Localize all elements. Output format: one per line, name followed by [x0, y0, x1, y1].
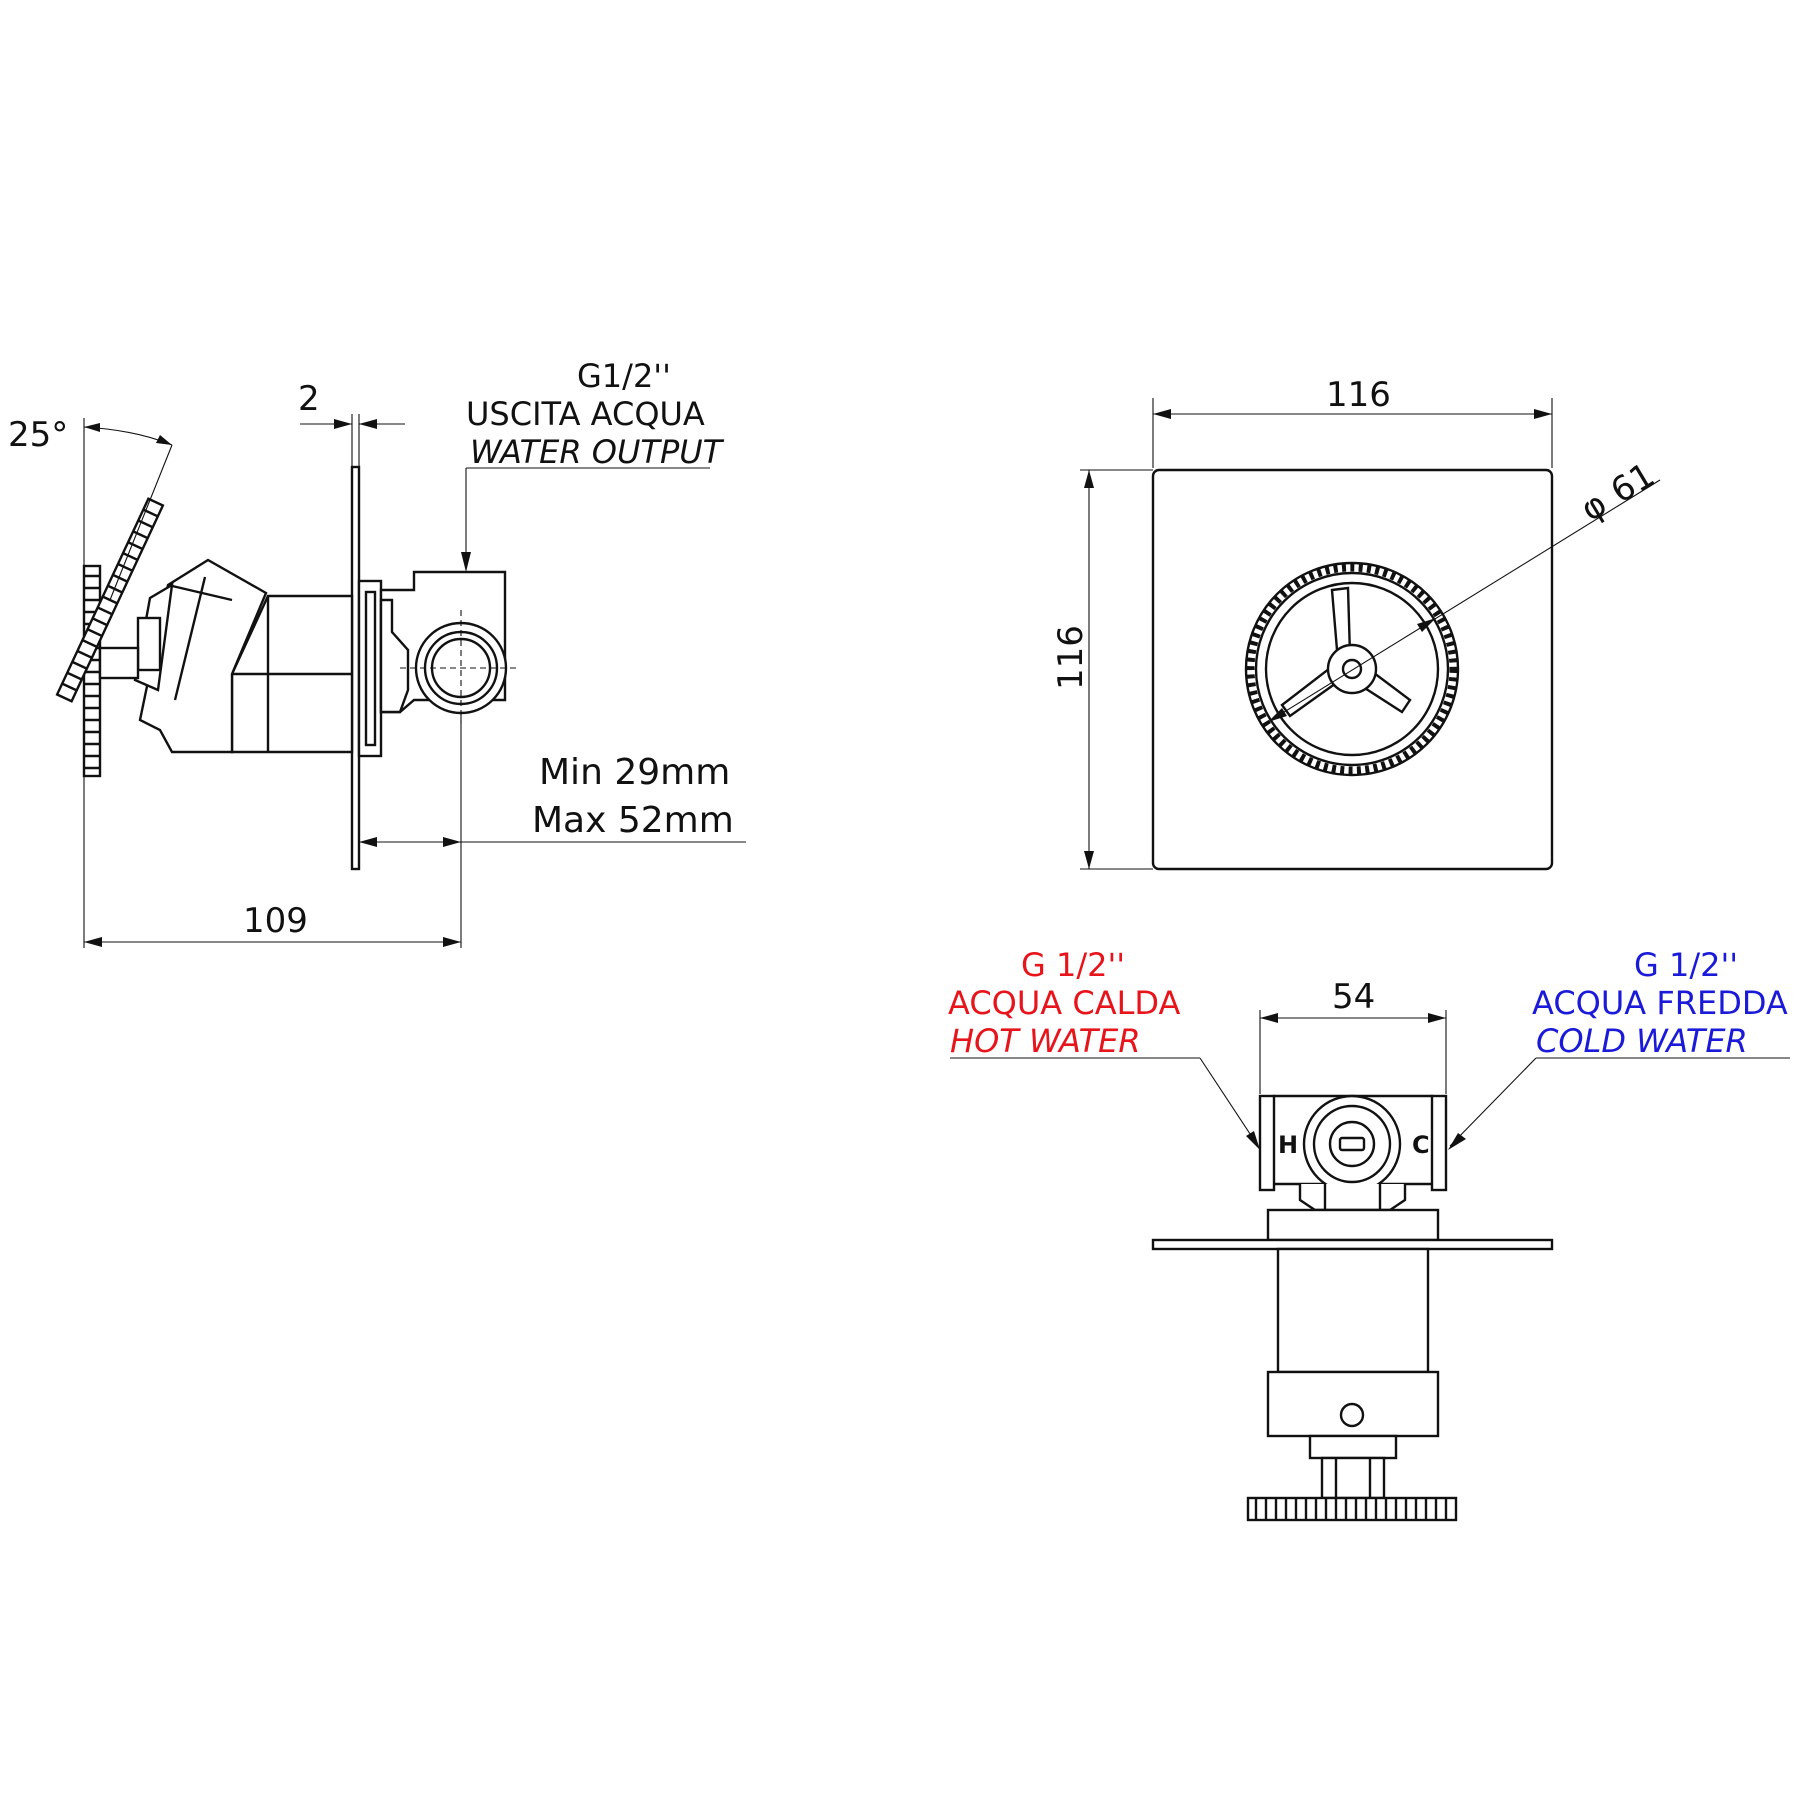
cold-thread-label: G 1/2'' [1634, 946, 1738, 984]
angle-label: 25° [8, 415, 68, 455]
hot-marker: H [1278, 1131, 1298, 1159]
stem-lower [1308, 1434, 1398, 1460]
bonnet [138, 558, 268, 754]
bonnet-inner [167, 576, 233, 701]
handwheel-screw [1341, 658, 1363, 680]
body-width-label: 54 [1332, 977, 1375, 1017]
handwheel-edge [1246, 1496, 1458, 1522]
cold-label-it: ACQUA FREDDA [1532, 984, 1788, 1022]
handwheel-rim-inner [1264, 581, 1440, 757]
hot-label-it: ACQUA CALDA [948, 984, 1180, 1022]
handwheel-knurl [1245, 562, 1459, 776]
top-view: H C 54 G 1/2'' ACQUA CALDA HOT WATER G 1… [948, 946, 1790, 1522]
handwheel-rim [1254, 571, 1450, 767]
mount-base [1266, 1208, 1440, 1242]
outlet-label-en: WATER OUTPUT [470, 433, 725, 471]
depth-min-label: Min 29mm [539, 752, 730, 793]
sleeve [1276, 1247, 1430, 1374]
center-slot [1338, 1136, 1366, 1152]
handle-diameter-symbol: φ [1574, 484, 1614, 530]
cold-inlet-ring [1430, 1094, 1448, 1192]
cover-plate-edge [1151, 1238, 1554, 1251]
cover-plate [1151, 468, 1554, 871]
cold-label-en: COLD WATER [1536, 1022, 1748, 1060]
mount-feet [1298, 1184, 1407, 1212]
plate-height-label: 116 [1051, 625, 1091, 690]
hot-label-en: HOT WATER [950, 1022, 1141, 1060]
hot-thread-label: G 1/2'' [1021, 946, 1125, 984]
side-view: 25° 2 G1/2'' USCITA ACQUA WATER OUTPUT M… [8, 357, 746, 948]
outlet-bracket [379, 598, 410, 714]
bonnet-hole [1339, 1402, 1365, 1428]
plate-width-label: 116 [1326, 375, 1391, 415]
flange-ring [357, 579, 383, 758]
center-port-inner [1328, 1120, 1376, 1168]
cold-marker: C [1412, 1131, 1430, 1159]
total-depth-label: 109 [243, 901, 308, 941]
outlet-label-it: USCITA ACQUA [466, 395, 705, 433]
depth-max-label: Max 52mm [532, 800, 734, 841]
handle-hub [98, 646, 140, 680]
hot-inlet-ring [1258, 1094, 1276, 1192]
center-port-mid [1312, 1104, 1392, 1184]
outlet-centerline [400, 610, 520, 724]
stem-collar [136, 616, 162, 672]
front-view: 116 116 φ 61 [1051, 375, 1662, 871]
outlet-thread-label: G1/2'' [577, 357, 671, 395]
handle-diameter-label: 61 [1604, 455, 1662, 512]
handwheel-outer [1244, 561, 1460, 777]
plate-thickness-label: 2 [298, 379, 320, 419]
handwheel-edge-knurl [1254, 1498, 1448, 1520]
flange-inner [364, 590, 377, 747]
body-sleeve-lines [232, 596, 352, 752]
stem-neck [1320, 1456, 1386, 1500]
